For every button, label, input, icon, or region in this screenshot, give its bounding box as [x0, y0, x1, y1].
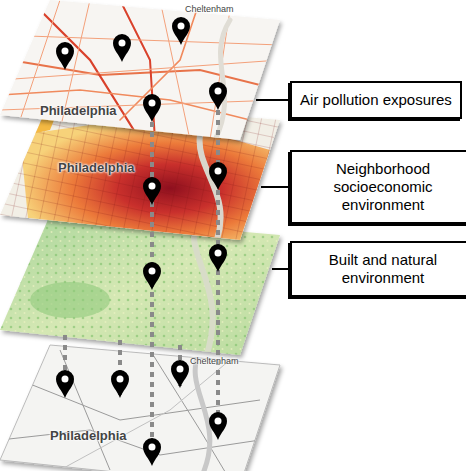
callout-text: Neighborhood socioeconomic environment	[292, 160, 466, 214]
map-place-label: Philadelphia	[58, 160, 135, 175]
map-place-label: Philadelphia	[50, 428, 127, 443]
map-place-label: Cheltenham	[190, 356, 239, 366]
green-map-layer	[0, 210, 290, 360]
callout-box: Neighborhood socioeconomic environment	[290, 150, 466, 224]
roads-map-layer	[0, 0, 280, 140]
location-pins	[56, 17, 227, 466]
map-place-label: Philadelphia	[40, 103, 117, 118]
leader-lines	[256, 100, 290, 269]
callout-box: Built and natural environment	[290, 241, 466, 297]
base-map-layer	[0, 345, 280, 471]
callout-text: Built and natural environment	[292, 251, 466, 287]
callout-text: Air pollution exposures	[300, 91, 452, 109]
map-place-label: Cheltenham	[185, 4, 234, 14]
callout-box: Air pollution exposures	[290, 81, 462, 119]
